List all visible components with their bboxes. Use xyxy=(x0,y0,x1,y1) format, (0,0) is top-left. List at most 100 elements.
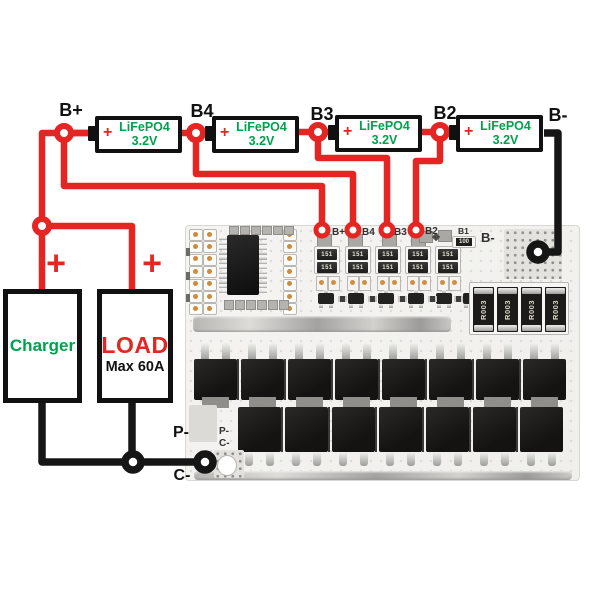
solder-pad xyxy=(279,300,289,310)
mosfet-tab xyxy=(249,397,276,408)
mosfet-leg xyxy=(316,343,324,360)
mosfet xyxy=(476,359,519,400)
battery-terminal-nub xyxy=(328,125,336,140)
led-dot xyxy=(286,293,292,299)
mosfet xyxy=(473,407,516,452)
battery-plus-sign: + xyxy=(220,124,230,141)
transistor-leg xyxy=(324,290,328,294)
led-dot xyxy=(286,281,292,287)
mosfet-tab xyxy=(296,397,323,408)
resistor-151: 151 xyxy=(408,262,428,273)
mosfet-leg xyxy=(410,343,418,360)
mosfet-leg xyxy=(501,452,509,466)
board-label-b3: B3 xyxy=(394,227,407,238)
mosfet-tab xyxy=(437,397,464,408)
terminal-board-b-plus xyxy=(313,221,331,239)
gap-line xyxy=(425,359,427,400)
mosfet-leg xyxy=(480,452,488,466)
battery-cell: + LiFePO4 3.2V xyxy=(205,116,299,153)
terminal-board-b2 xyxy=(407,221,425,239)
resistor-151: 151 xyxy=(378,249,398,260)
board-label-b1: B1 xyxy=(458,226,469,236)
solder-strip-bottom xyxy=(194,471,572,480)
mosfet-leg xyxy=(454,452,462,466)
transistor-leg xyxy=(354,290,358,294)
battery-terminal-nub xyxy=(449,125,457,140)
junction-positive-bus xyxy=(32,216,52,236)
wire-b2-to-board xyxy=(412,132,444,230)
battery-cell: + LiFePO4 3.2V xyxy=(88,116,182,153)
led-dot xyxy=(206,243,212,249)
transistor-leg xyxy=(442,290,446,294)
gap-line xyxy=(237,359,239,400)
transistor-leg xyxy=(359,304,363,308)
mosfet-tab xyxy=(343,397,370,408)
cap-dot xyxy=(361,280,367,285)
ic-pin xyxy=(219,262,227,265)
gap-line xyxy=(375,407,377,452)
balance-resistor-module: 151 151 xyxy=(314,246,340,274)
terminal-board-b4 xyxy=(344,221,362,239)
led-dot xyxy=(192,281,198,287)
mosfet-leg xyxy=(245,452,253,466)
gap-line xyxy=(281,407,283,452)
gap-line xyxy=(472,359,474,400)
label-c-minus: C- xyxy=(173,467,191,484)
terminal-board-b-minus xyxy=(526,240,550,264)
solder-pad xyxy=(257,300,267,310)
board-label-b-plus: B+ xyxy=(332,227,346,238)
ic-pin xyxy=(219,281,227,284)
battery-voltage: 3.2V xyxy=(371,132,398,147)
led-dot xyxy=(286,268,292,274)
label-b3: B3 xyxy=(310,104,334,124)
chip-resistor xyxy=(454,296,463,302)
transistor xyxy=(378,293,394,304)
chip-resistor xyxy=(428,296,437,302)
charger-plus-sign: + xyxy=(46,244,66,283)
mosfet xyxy=(238,407,281,452)
transistor xyxy=(348,293,364,304)
resistor-151: 151 xyxy=(438,249,458,260)
battery-text: LiFePO4 3.2V xyxy=(472,119,539,148)
bare-pad xyxy=(189,405,217,442)
transistor-leg xyxy=(319,304,323,308)
mosfet xyxy=(429,359,472,400)
battery-chemistry: LiFePO4 xyxy=(359,119,410,133)
solder-pad xyxy=(235,300,245,310)
solder-pad xyxy=(229,226,239,235)
led-dot xyxy=(206,305,212,311)
wire-junction-to-load xyxy=(42,222,136,294)
transistor xyxy=(318,293,334,304)
board-label-b-minus: B- xyxy=(481,230,495,245)
mosfet-leg xyxy=(433,452,441,466)
led-dot xyxy=(286,256,292,262)
junction-b3 xyxy=(308,122,328,142)
cap-dot xyxy=(391,280,397,285)
resistor-151: 151 xyxy=(317,249,337,260)
transistor-leg xyxy=(379,304,383,308)
resistor-151: 151 xyxy=(438,262,458,273)
resistor-151: 151 xyxy=(348,249,368,260)
ic-pin xyxy=(259,276,267,279)
mosfet-leg xyxy=(389,343,397,360)
battery-cell: + LiFePO4 3.2V xyxy=(449,115,543,152)
load-label: LOAD xyxy=(101,331,169,358)
solder-pad xyxy=(284,226,294,235)
cap-dot xyxy=(318,280,324,285)
led-dot xyxy=(286,243,292,249)
battery-voltage: 3.2V xyxy=(492,132,519,147)
mosfet-leg xyxy=(313,452,321,466)
wire-b3-to-board xyxy=(314,132,391,230)
mounting-hole xyxy=(217,455,237,476)
bms-ic-chip xyxy=(227,235,259,295)
battery-text: LiFePO4 3.2V xyxy=(351,119,418,148)
mosfet-leg xyxy=(530,343,538,360)
led-dot xyxy=(206,268,212,274)
led-dot xyxy=(192,293,198,299)
load-plus-sign: + xyxy=(142,244,162,283)
gap-line xyxy=(469,407,471,452)
mosfet-tab xyxy=(390,397,417,408)
led-dot xyxy=(206,293,212,299)
